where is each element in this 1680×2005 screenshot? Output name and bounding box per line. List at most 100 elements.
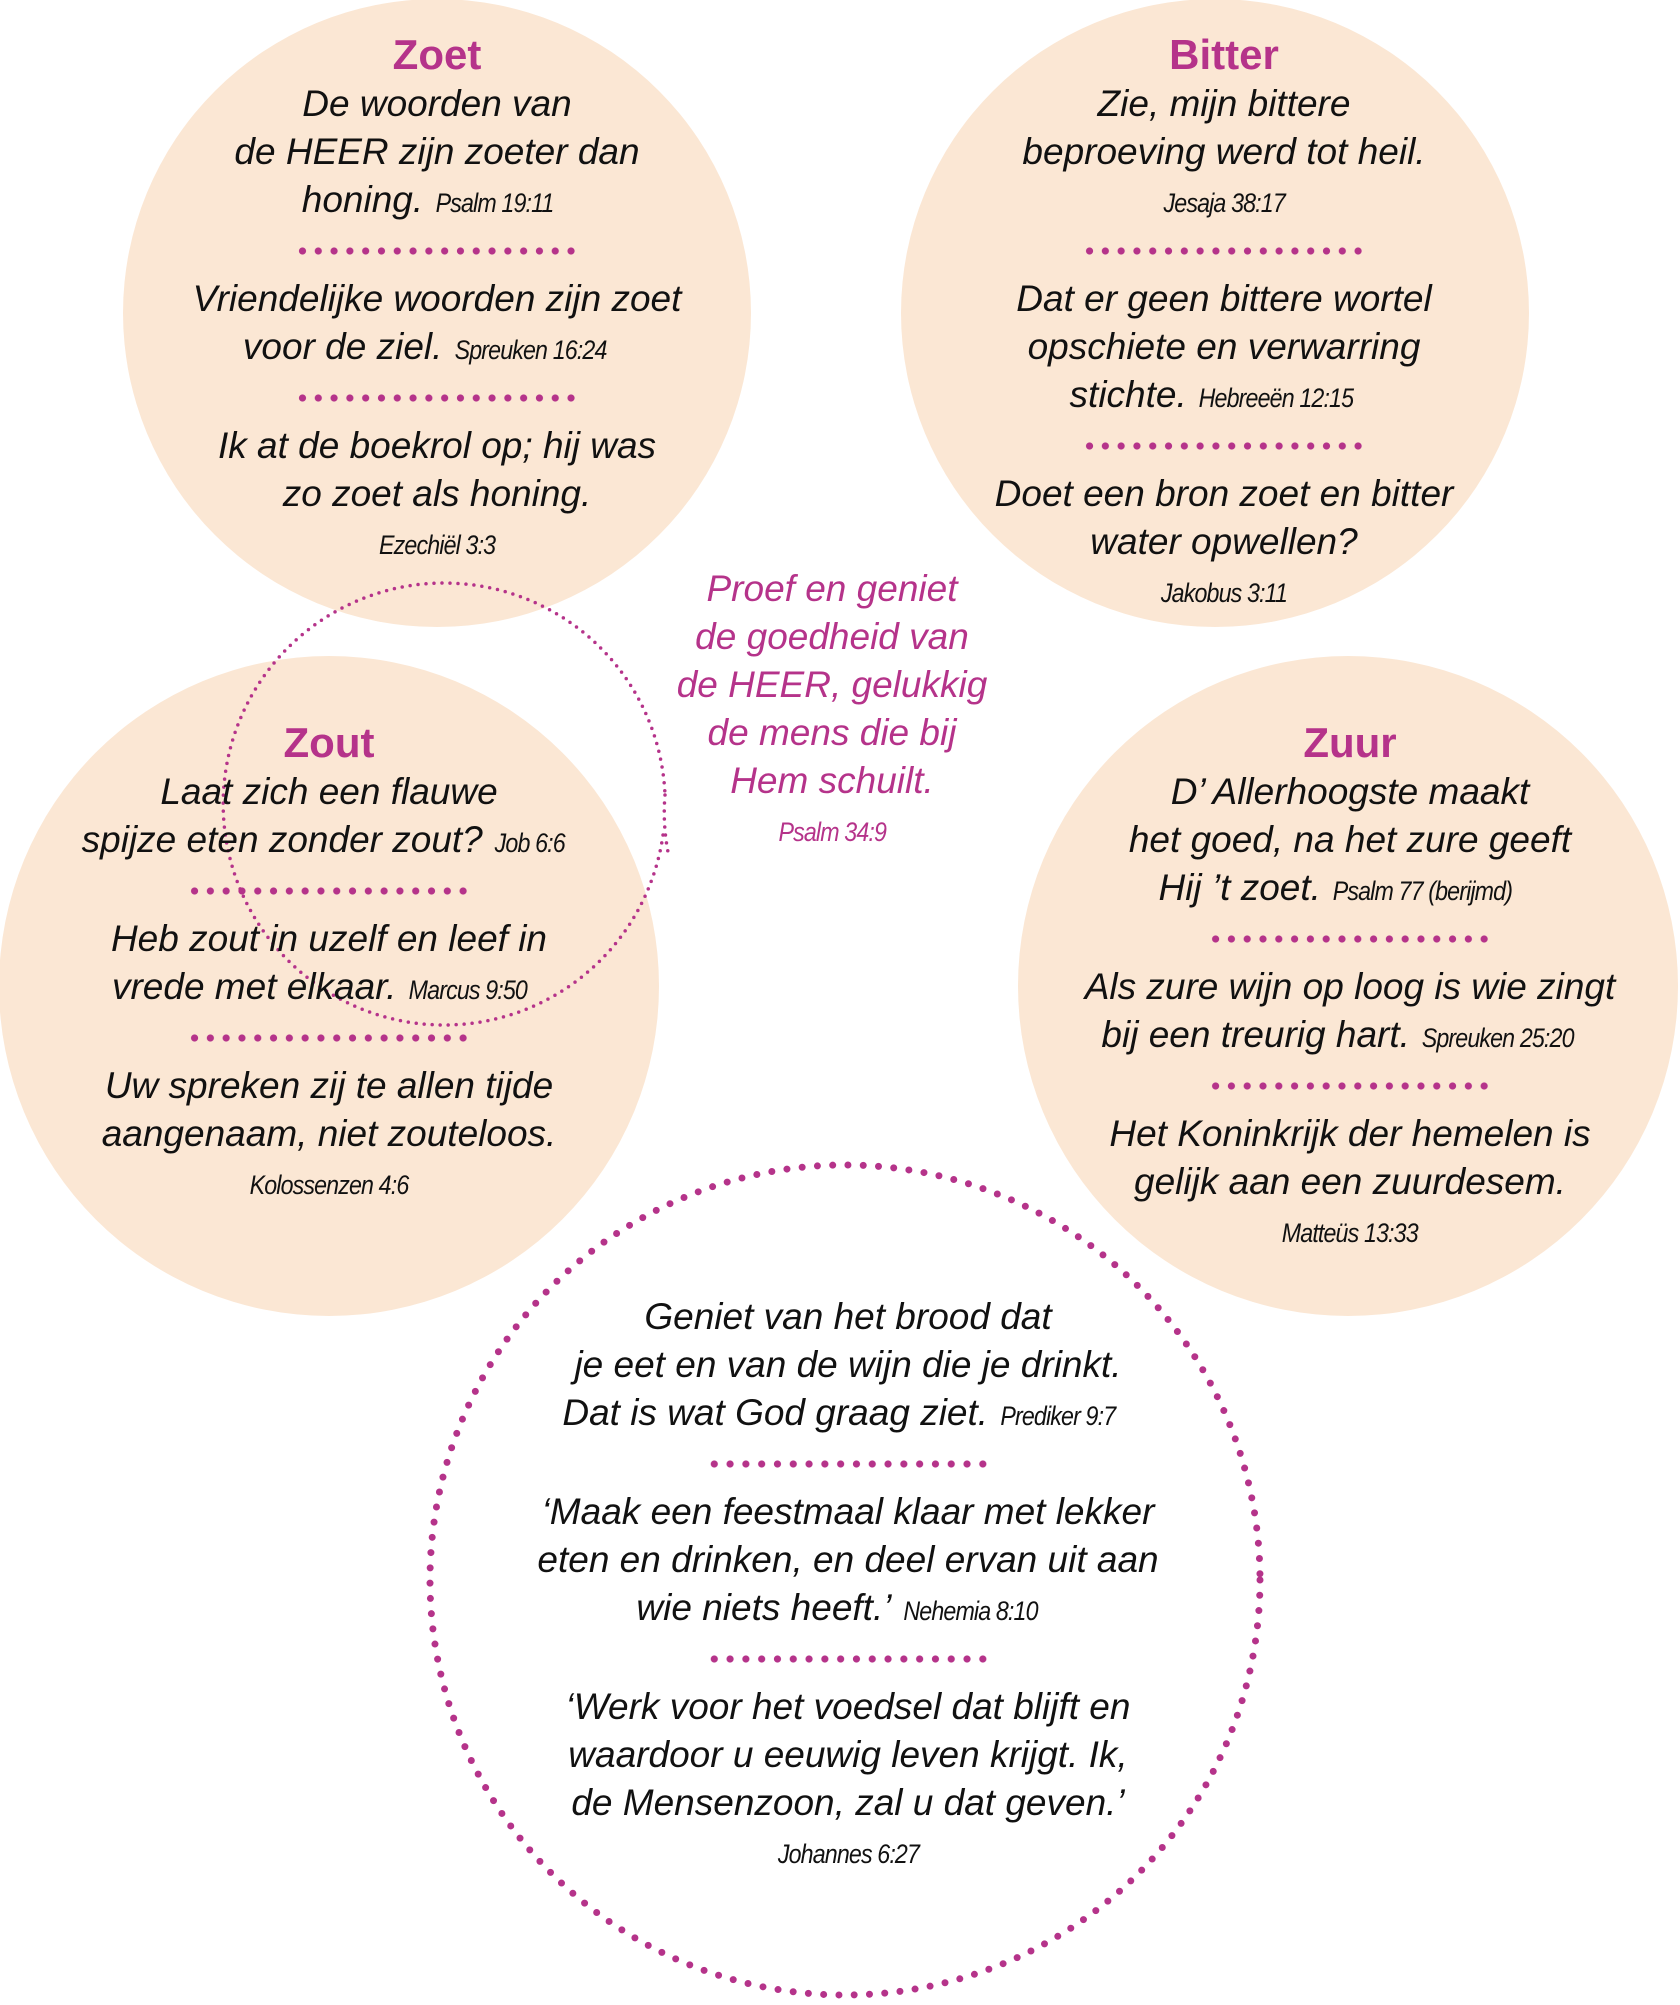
verse-line: bij een treurig hart. Spreuken 25:20 <box>1085 1011 1616 1062</box>
verse-text: De woorden van <box>302 83 572 124</box>
verse-text: de HEER zijn zoeter dan <box>234 131 640 172</box>
verse-text: D’ Allerhoogste maakt <box>1170 771 1530 812</box>
dotted-separator <box>1085 915 1616 963</box>
verse-line: Hem schuilt. <box>677 757 988 805</box>
dotted-separator <box>82 1014 577 1062</box>
verse-text: stichte. <box>1069 374 1187 415</box>
verse-text: Uw spreken zij te allen tijde <box>104 1065 554 1106</box>
verse-text: zo zoet als honing. <box>282 473 592 514</box>
verse-reference: Ezechiël 3:3 <box>378 530 496 560</box>
verse-text: Het Koninkrijk der hemelen is <box>1109 1113 1591 1154</box>
verse-line: D’ Allerhoogste maakt <box>1085 768 1616 816</box>
center-dotted-ring <box>221 581 667 1027</box>
verse-text: de goedheid van <box>695 616 969 657</box>
bottom-dotted-ring <box>426 1161 1264 1999</box>
verse-line: het goed, na het zure geeft <box>1085 816 1616 864</box>
verse-text: voor de ziel. <box>242 326 443 367</box>
verse-line: ‘Maak een feestmaal klaar met lekker <box>537 1488 1158 1536</box>
verse-line: je eet en van de wijn die je drinkt. <box>537 1341 1158 1389</box>
verse-line: de mens die bij <box>677 709 988 757</box>
verse-text: Hij ’t zoet. <box>1158 867 1321 908</box>
verse-text: Laat zich een flauwe <box>160 771 498 812</box>
verse-text: honing. <box>301 179 424 220</box>
dotted-separator <box>193 227 682 275</box>
verse-line: waardoor u eeuwig leven krijgt. Ik, <box>537 1731 1158 1779</box>
verse-line: Vriendelijke woorden zijn zoet <box>193 275 682 323</box>
verse-reference: Kolossenzen 4:6 <box>249 1170 410 1200</box>
verse-text: ‘Werk voor het voedsel dat blijft en <box>565 1686 1131 1727</box>
verse-line: Uw spreken zij te allen tijde <box>82 1062 577 1110</box>
verse-text: Dat is wat God graag ziet. <box>562 1392 989 1433</box>
zout-title: Zout <box>283 719 375 766</box>
dotted-separator <box>995 227 1454 275</box>
verse-text: Dat er geen bittere wortel <box>1016 278 1432 319</box>
verse-reference: Prediker 9:7 <box>1000 1401 1116 1431</box>
verse-reference: Spreuken 25:20 <box>1421 1023 1575 1053</box>
verse-reference-line: Kolossenzen 4:6 <box>82 1158 577 1209</box>
verse-text: waardoor u eeuwig leven krijgt. Ik, <box>568 1734 1128 1775</box>
verse-line: de HEER zijn zoeter dan <box>193 128 682 176</box>
verse-line: opschiete en verwarring <box>995 323 1454 371</box>
verse-text: ‘Maak een feestmaal klaar met lekker <box>541 1491 1155 1532</box>
zuur-title: Zuur <box>1303 719 1397 766</box>
verse-text: Doet een bron zoet en bitter <box>994 473 1454 514</box>
verse-text: Heb zout in uzelf en leef in <box>110 918 548 959</box>
separator-dots <box>1081 442 1366 450</box>
verse-reference: Psalm 19:11 <box>435 188 554 218</box>
verse-reference-line: Johannes 6:27 <box>537 1827 1158 1878</box>
verse-text: gelijk aan een zuurdesem. <box>1134 1161 1566 1202</box>
separator-dots <box>1207 935 1492 943</box>
verse-line: stichte.Hebreeën 12:15 <box>995 371 1454 422</box>
verse-line: zo zoet als honing. <box>193 470 682 518</box>
verse-text: bij een treurig hart. <box>1101 1014 1410 1055</box>
verse-text: beproeving werd tot heil. <box>1022 131 1426 172</box>
separator-dots <box>294 247 579 255</box>
dotted-separator <box>995 422 1454 470</box>
verse-text: eten en drinken, en deel ervan uit aan <box>537 1539 1159 1580</box>
verse-text: je eet en van de wijn die je drinkt. <box>574 1344 1122 1385</box>
verse-reference: Psalm 77 (berijmd) <box>1332 876 1513 906</box>
verse-text: Ik at de boekrol op; hij was <box>217 425 657 466</box>
verse-text: Vriendelijke woorden zijn zoet <box>192 278 682 319</box>
verse-reference: Psalm 34:9 <box>778 817 886 847</box>
verse-reference-line: Ezechiël 3:3 <box>193 518 682 569</box>
separator-dots <box>705 1655 990 1663</box>
verse-line: ‘Werk voor het voedsel dat blijft en <box>537 1683 1158 1731</box>
verse-line: aangenaam, niet zouteloos. <box>82 1110 577 1158</box>
zoet-block: Zoet De woorden van de HEER zijn zoeter da… <box>193 30 682 569</box>
separator-dots <box>1207 1082 1492 1090</box>
verse-line: wie niets heeft.’Nehemia 8:10 <box>537 1584 1158 1635</box>
verse-line: Dat is wat God graag ziet. Prediker 9:7 <box>537 1389 1158 1440</box>
verse-line: Laat zich een flauwe <box>82 768 577 816</box>
zuur-circle <box>1018 656 1678 1316</box>
verse-text: het goed, na het zure geeft <box>1128 819 1572 860</box>
verse-line: Zie, mijn bittere <box>995 80 1454 128</box>
verse-line: Hij ’t zoet. Psalm 77 (berijmd) <box>1085 864 1616 915</box>
verse-text: Geniet van het brood dat <box>644 1296 1052 1337</box>
verse-text: de HEER, gelukkig <box>676 664 988 705</box>
verse-line: Dat er geen bittere wortel <box>995 275 1454 323</box>
separator-dots <box>186 1034 471 1042</box>
verse-line: Ik at de boekrol op; hij was <box>193 422 682 470</box>
verse-line: Proef en geniet <box>677 565 988 613</box>
verse-reference: Nehemia 8:10 <box>903 1596 1038 1626</box>
verse-line: eten en drinken, en deel ervan uit aan <box>537 1536 1158 1584</box>
verse-reference-line: Psalm 34:9 <box>677 805 988 856</box>
verse-reference-line: Jesaja 38:17 <box>995 176 1454 227</box>
zoet-title: Zoet <box>392 31 482 78</box>
verse-text: spijze eten zonder zout? <box>81 819 483 860</box>
bitter-circle <box>901 0 1529 627</box>
dotted-separator <box>537 1635 1158 1683</box>
verse-line: Doet een bron zoet en bitter <box>995 470 1454 518</box>
verse-reference: Jakobus 3:11 <box>1160 578 1288 608</box>
dotted-separator <box>193 374 682 422</box>
verse-line: de goedheid van <box>677 613 988 661</box>
bottom-block: Geniet van het brood dat je eet en van de… <box>537 1293 1158 1878</box>
verse-line: spijze eten zonder zout?Job 6:6 <box>82 816 577 867</box>
verse-text: vrede met elkaar. <box>111 966 397 1007</box>
verse-text: Zie, mijn bittere <box>1097 83 1351 124</box>
verse-line: voor de ziel.Spreuken 16:24 <box>193 323 682 374</box>
verse-text: opschiete en verwarring <box>1027 326 1421 367</box>
